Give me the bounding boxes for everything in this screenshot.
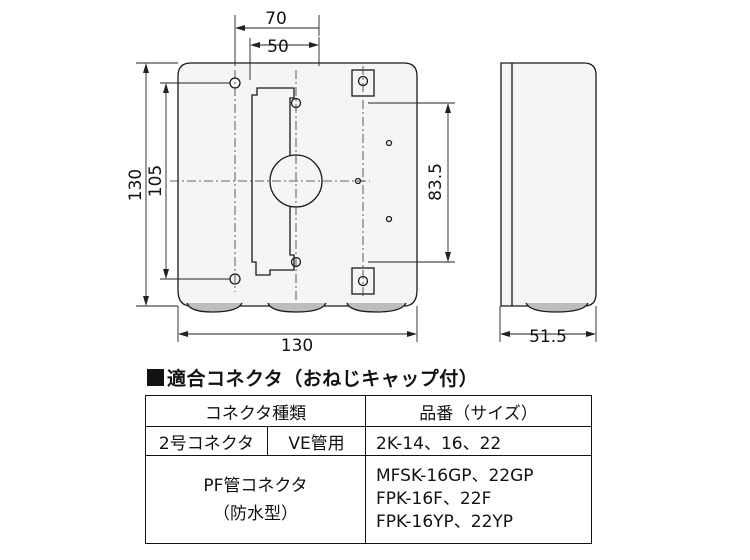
row2-size-1: MFSK-16GP、22GP [376, 466, 534, 486]
dimension-lines [136, 15, 597, 342]
front-view [177, 62, 418, 313]
side-view [500, 62, 597, 313]
small-hole-1 [385, 139, 393, 147]
center-lines [170, 66, 370, 300]
dim-side-depth: 51.5 [529, 327, 567, 347]
dim-bottom-width: 130 [281, 336, 313, 356]
dim-top-inner: 50 [267, 37, 289, 57]
header-connector-type: コネクタ種類 [145, 395, 366, 427]
row2-type-cell: PF管コネクタ （防水型） [145, 455, 366, 544]
knockout-left [186, 302, 243, 313]
section-title-text: 適合コネクタ（おねじキャップ付） [167, 368, 479, 390]
row2-type-line1: PF管コネクタ [203, 475, 308, 496]
header-part-size: 品番（サイズ） [365, 395, 592, 427]
row1-sizes: 2K-14、16、22 [365, 426, 592, 456]
row2-size-2: FPK-16F、22F [376, 489, 492, 509]
dim-left-inner: 105 [146, 165, 166, 197]
knockout-right [346, 302, 407, 313]
dim-top-outer: 70 [265, 9, 287, 29]
dim-left-outer: 130 [126, 169, 146, 201]
knockout-middle [267, 302, 327, 313]
table-row: 2号コネクタ VE管用 2K-14、16、22 [145, 426, 592, 456]
row1-type-cell: 2号コネクタ VE管用 [145, 426, 366, 456]
row2-size-3: FPK-16YP、22YP [376, 512, 514, 532]
table-row: PF管コネクタ （防水型） MFSK-16GP、22GP FPK-16F、22F… [145, 455, 592, 544]
technical-drawing: 70 50 130 105 83.5 130 51.5 [126, 9, 597, 356]
small-hole-3 [385, 215, 393, 223]
side-body [500, 62, 597, 307]
dim-hole-pitch: 83.5 [426, 163, 446, 201]
section-title: 適合コネクタ（おねじキャップ付） [147, 364, 478, 391]
table-header-row: コネクタ種類 品番（サイズ） [145, 395, 592, 427]
row1-use: VE管用 [288, 433, 345, 454]
side-knockout [525, 302, 589, 313]
title-square-icon [147, 369, 164, 386]
row1-type: 2号コネクタ [146, 427, 268, 455]
connector-table: コネクタ種類 品番（サイズ） 2号コネクタ VE管用 2K-14、16、22 P… [145, 395, 592, 544]
row2-sizes-cell: MFSK-16GP、22GP FPK-16F、22F FPK-16YP、22YP [365, 455, 592, 544]
row2-type-line2: （防水型） [213, 503, 298, 524]
